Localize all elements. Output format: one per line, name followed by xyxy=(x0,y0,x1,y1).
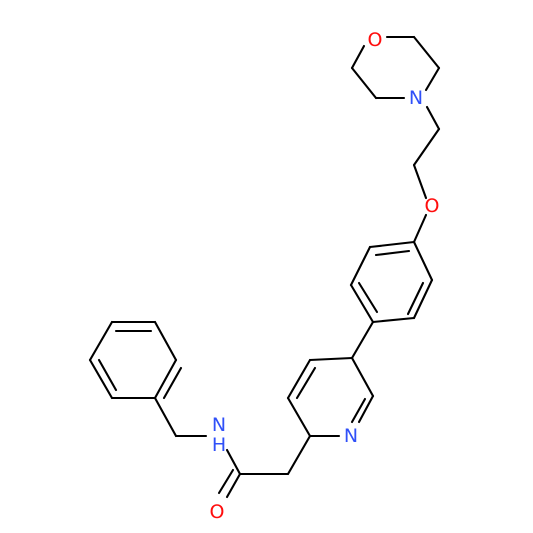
nitrogen-atom-label: N xyxy=(212,414,226,436)
bond xyxy=(350,44,366,70)
bond xyxy=(424,66,441,92)
bond xyxy=(97,358,118,392)
oxygen-atom-label: O xyxy=(425,195,440,217)
bond xyxy=(371,316,416,324)
bond xyxy=(412,163,428,200)
bond xyxy=(308,356,354,362)
bond xyxy=(350,397,367,424)
bond xyxy=(217,468,235,495)
bond xyxy=(88,320,114,362)
bond xyxy=(350,66,378,100)
bond xyxy=(286,434,312,476)
bond xyxy=(412,35,441,70)
hydrogen-atom-label: H xyxy=(212,434,226,456)
bond xyxy=(412,240,434,282)
bond-layer xyxy=(88,35,441,499)
bond xyxy=(153,396,178,438)
bond xyxy=(88,358,114,400)
bond xyxy=(350,356,375,398)
bond xyxy=(412,127,441,167)
bond xyxy=(225,448,242,476)
nitrogen-atom-label: N xyxy=(409,87,423,109)
bond xyxy=(412,213,428,244)
bond xyxy=(225,472,242,499)
bond xyxy=(357,281,379,314)
bond xyxy=(162,366,183,400)
oxygen-atom-label: O xyxy=(368,29,383,51)
oxygen-atom-label: O xyxy=(210,501,225,523)
bond xyxy=(153,358,178,400)
bond xyxy=(349,283,375,324)
bond xyxy=(412,278,434,320)
bond xyxy=(406,281,425,316)
bond xyxy=(349,245,372,287)
bond xyxy=(286,396,312,438)
bond xyxy=(153,320,178,362)
bond xyxy=(425,105,441,131)
bond xyxy=(295,366,317,400)
bond xyxy=(357,394,375,424)
bond xyxy=(374,249,411,257)
atom-label-layer: O N O N N H O xyxy=(210,29,440,523)
bond xyxy=(286,358,312,400)
bond xyxy=(368,240,416,249)
bond xyxy=(350,320,375,360)
nitrogen-atom-label: N xyxy=(344,425,358,447)
